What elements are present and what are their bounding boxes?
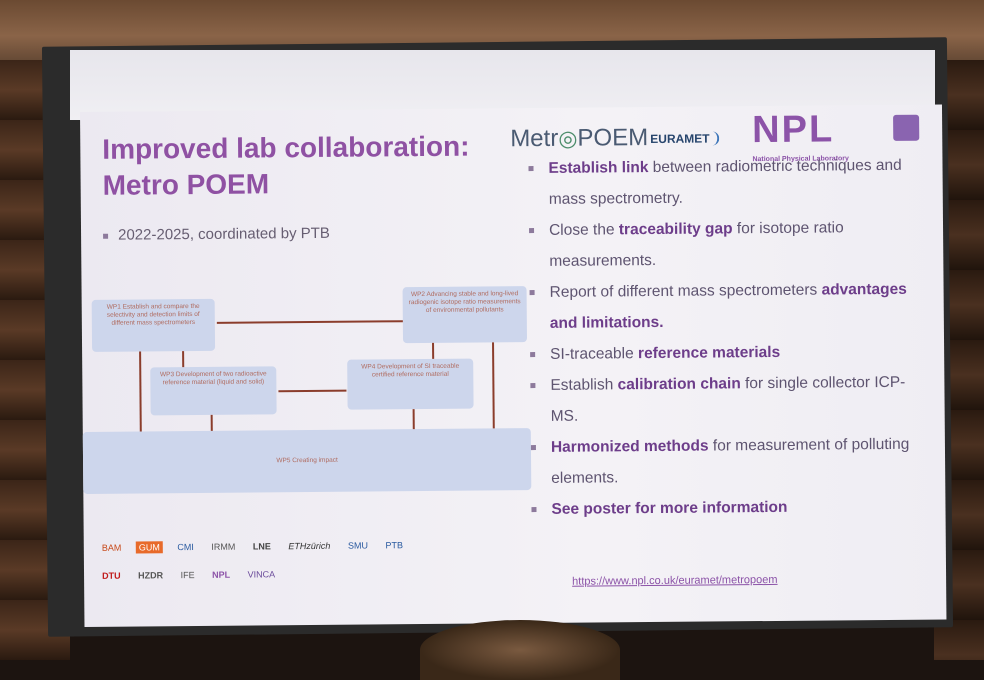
ptb-logo: PTB (385, 540, 403, 551)
wp3-box: WP3 Development of two radioactive refer… (150, 366, 277, 416)
vinca-logo: VINCA (247, 569, 276, 580)
arrow-wp3-wp4 (278, 389, 347, 392)
bullet-item: SI-traceable reference materials (530, 336, 930, 370)
presentation-slide: Improved lab collaboration: Metro POEM 2… (80, 104, 947, 627)
metro-poem-logo: Metr◎POEM (510, 124, 649, 153)
bullet-item: See poster for more information (531, 491, 931, 525)
coordination-text: 2022-2025, coordinated by PTB (118, 224, 330, 244)
title-line-1: Improved lab collaboration: (102, 130, 470, 165)
wp2-box: WP2 Advancing stable and long-lived radi… (402, 286, 528, 344)
smu-logo: SMU (347, 540, 368, 551)
title-line-2: Metro POEM (102, 168, 270, 201)
bullet-item: Harmonized methods for measurement of po… (531, 429, 932, 494)
npl-logo: NPL (752, 108, 835, 152)
arrow-wp1-wp5 (139, 351, 142, 432)
bullet-item: Report of different mass spectrometers a… (529, 274, 930, 339)
dtu-logo: DTU (102, 570, 121, 581)
euramet-logo: EURAMET (650, 131, 720, 147)
bullet-item: Establish link between radiometric techn… (528, 150, 929, 215)
partner-logos-row-2: DTU HZDR IFE NPL VINCA (99, 568, 287, 582)
npl-small-logo: NPL (212, 569, 231, 580)
bullet-list: Establish link between radiometric techn… (528, 150, 931, 525)
npl-crest-icon (893, 114, 920, 141)
bullet-square-icon (103, 233, 109, 239)
metropoem-link[interactable]: https://www.npl.co.uk/euramet/metropoem (572, 573, 778, 588)
wp1-box: WP1 Establish and compare the selectivit… (91, 298, 216, 352)
arrow-wp2-wp5 (492, 342, 495, 429)
arrow-wp2-wp4 (432, 342, 434, 359)
audience-head (420, 620, 620, 680)
hzdr-logo: HZDR (138, 570, 164, 581)
bullet-item: Establish calibration chain for single c… (530, 367, 931, 432)
lne-logo: LNE (252, 541, 271, 552)
globe-icon: ◎ (558, 125, 578, 151)
irmm-logo: IRMM (211, 541, 236, 552)
wp4-box: WP4 Development of SI traceable certifie… (347, 358, 474, 410)
arrow-wp3-wp5 (210, 414, 213, 431)
bullet-item: Close the traceability gap for isotope r… (529, 212, 930, 277)
bam-logo: BAM (101, 542, 122, 553)
coordination-note: 2022-2025, coordinated by PTB (103, 225, 330, 244)
wp5-box: WP5 Creating impact (82, 428, 532, 494)
eth-logo: ETHzürich (288, 540, 331, 552)
cmi-logo: CMI (177, 542, 194, 553)
arrow-wp4-wp5 (412, 409, 415, 430)
partner-logos-row-1: BAM GUM CMI IRMM LNE ETHzürich SMU PTB (99, 539, 415, 554)
arrow-wp1-wp2 (216, 320, 403, 324)
slide-title: Improved lab collaboration: Metro POEM (102, 128, 523, 204)
gum-logo: GUM (135, 541, 163, 554)
ife-logo: IFE (180, 570, 195, 581)
